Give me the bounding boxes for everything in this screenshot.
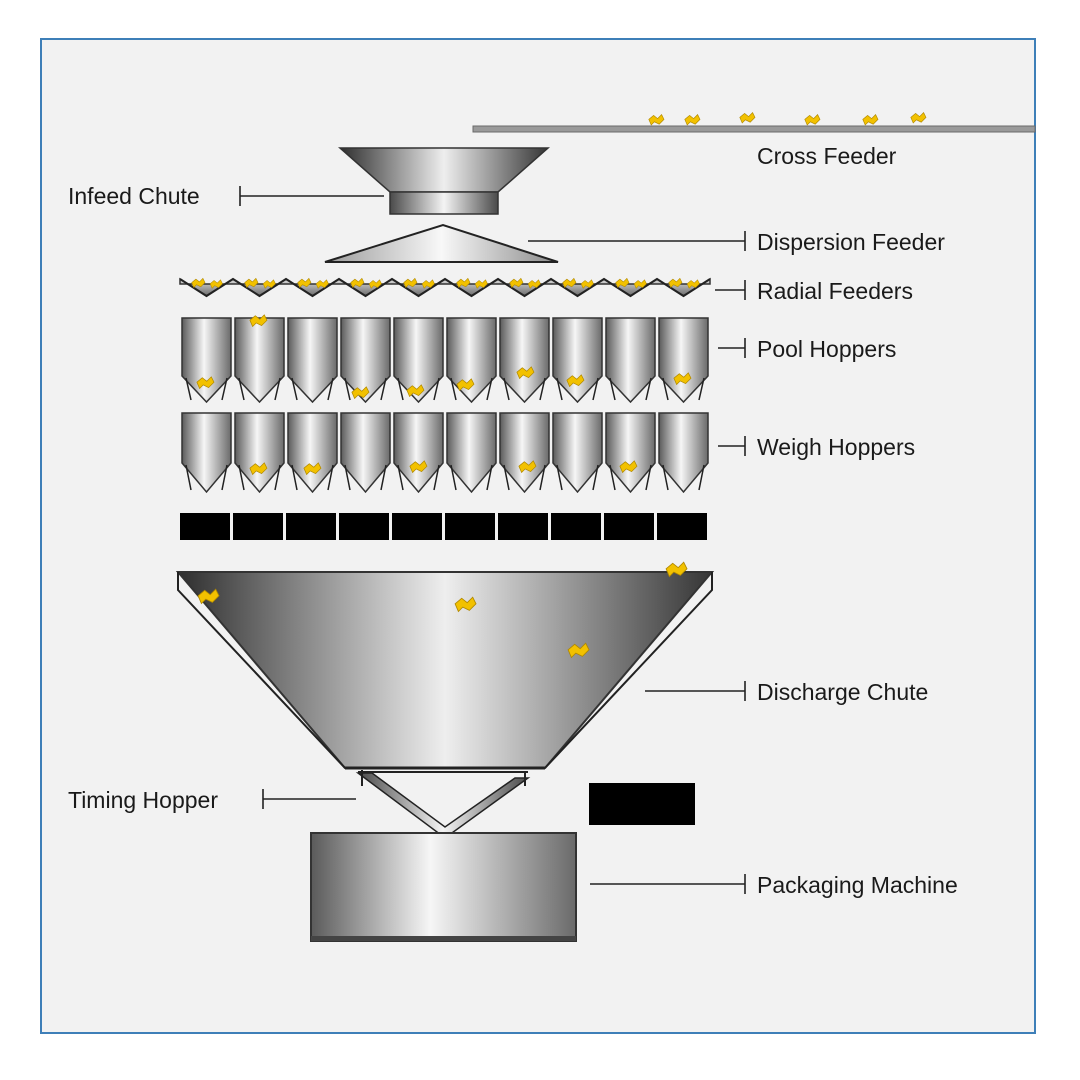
load-cell-block — [233, 513, 283, 540]
hopper — [181, 317, 232, 404]
hopper — [340, 317, 391, 404]
product-piece — [454, 596, 477, 613]
load-cell-block — [657, 513, 707, 540]
product-piece — [244, 277, 259, 288]
label-cross-feeder: Cross Feeder — [757, 143, 897, 169]
product-piece — [739, 112, 756, 124]
product-piece — [509, 277, 524, 288]
hopper — [499, 412, 550, 494]
product-piece — [315, 279, 329, 289]
hopper — [287, 412, 338, 494]
product-piece — [350, 277, 365, 288]
product-piece — [633, 279, 647, 289]
label-weigh-hoppers: Weigh Hoppers — [757, 434, 915, 460]
hopper — [552, 412, 603, 494]
load-cell-block — [286, 513, 336, 540]
cross-feeder — [472, 112, 1036, 133]
load-cell-block — [445, 513, 495, 540]
product-piece — [249, 314, 268, 328]
hopper — [234, 412, 285, 494]
hopper — [393, 317, 444, 404]
label-infeed-chute: Infeed Chute — [68, 183, 200, 209]
product-piece — [368, 279, 382, 289]
load-cell-block — [551, 513, 601, 540]
hopper — [287, 317, 338, 404]
hopper — [552, 317, 603, 404]
weigh-hoppers — [181, 412, 709, 494]
hopper — [340, 412, 391, 494]
product-piece — [686, 279, 700, 289]
hopper — [446, 317, 497, 404]
product-piece — [566, 374, 585, 388]
product-piece — [673, 372, 692, 386]
label-discharge-chute: Discharge Chute — [757, 679, 928, 705]
product-piece — [516, 366, 535, 380]
product-piece — [421, 279, 435, 289]
product-piece — [619, 460, 638, 474]
timing-hopper — [355, 770, 531, 839]
leader-lines — [239, 186, 746, 894]
timing-gate-block — [589, 783, 695, 825]
hopper — [605, 317, 656, 404]
product-piece — [209, 279, 223, 289]
infeed-chute — [338, 147, 550, 215]
product-piece — [580, 279, 594, 289]
radial-feeder-tray — [179, 277, 711, 297]
product-piece — [518, 460, 537, 474]
product-piece — [456, 277, 471, 288]
product-piece — [197, 588, 220, 605]
product-piece — [351, 386, 370, 400]
hopper — [658, 412, 709, 494]
label-timing-hopper: Timing Hopper — [68, 787, 218, 813]
product-piece — [562, 277, 577, 288]
radial-feeder-edge — [179, 277, 711, 298]
load-cell-block — [392, 513, 442, 540]
load-cell-block — [604, 513, 654, 540]
hopper — [446, 412, 497, 494]
load-cell-block — [180, 513, 230, 540]
dispersion-feeder — [324, 223, 559, 263]
discharge-chute — [175, 561, 715, 770]
load-cell-block — [339, 513, 389, 540]
radial-feeders — [179, 277, 711, 298]
product-piece — [196, 376, 215, 390]
product-piece — [648, 114, 665, 126]
label-pool-hoppers: Pool Hoppers — [757, 336, 896, 362]
product-piece — [665, 561, 688, 578]
load-cell-blocks — [180, 513, 707, 540]
product-piece — [303, 462, 322, 476]
product-piece — [862, 114, 879, 126]
product-piece — [249, 462, 268, 476]
product-piece — [456, 378, 475, 392]
product-piece — [406, 384, 425, 398]
label-radial-feeders: Radial Feeders — [757, 278, 913, 304]
product-piece — [804, 114, 821, 126]
hopper — [499, 317, 550, 404]
hopper — [234, 317, 285, 404]
hopper — [605, 412, 656, 494]
hopper — [658, 317, 709, 404]
product-piece — [403, 277, 418, 288]
product-piece — [527, 279, 541, 289]
hopper — [181, 412, 232, 494]
product-piece — [615, 277, 630, 288]
label-dispersion-feeder: Dispersion Feeder — [757, 229, 945, 255]
packaging-machine — [310, 832, 577, 942]
pool-hoppers — [181, 314, 709, 404]
product-piece — [668, 277, 683, 288]
label-packaging-machine: Packaging Machine — [757, 872, 958, 898]
product-piece — [297, 277, 312, 288]
load-cell-block — [498, 513, 548, 540]
product-piece — [910, 112, 927, 124]
product-piece — [262, 279, 276, 289]
hopper — [393, 412, 444, 494]
product-piece — [684, 114, 701, 126]
product-piece — [191, 277, 206, 288]
product-piece — [474, 279, 488, 289]
product-piece — [567, 642, 590, 659]
product-piece — [409, 460, 428, 474]
